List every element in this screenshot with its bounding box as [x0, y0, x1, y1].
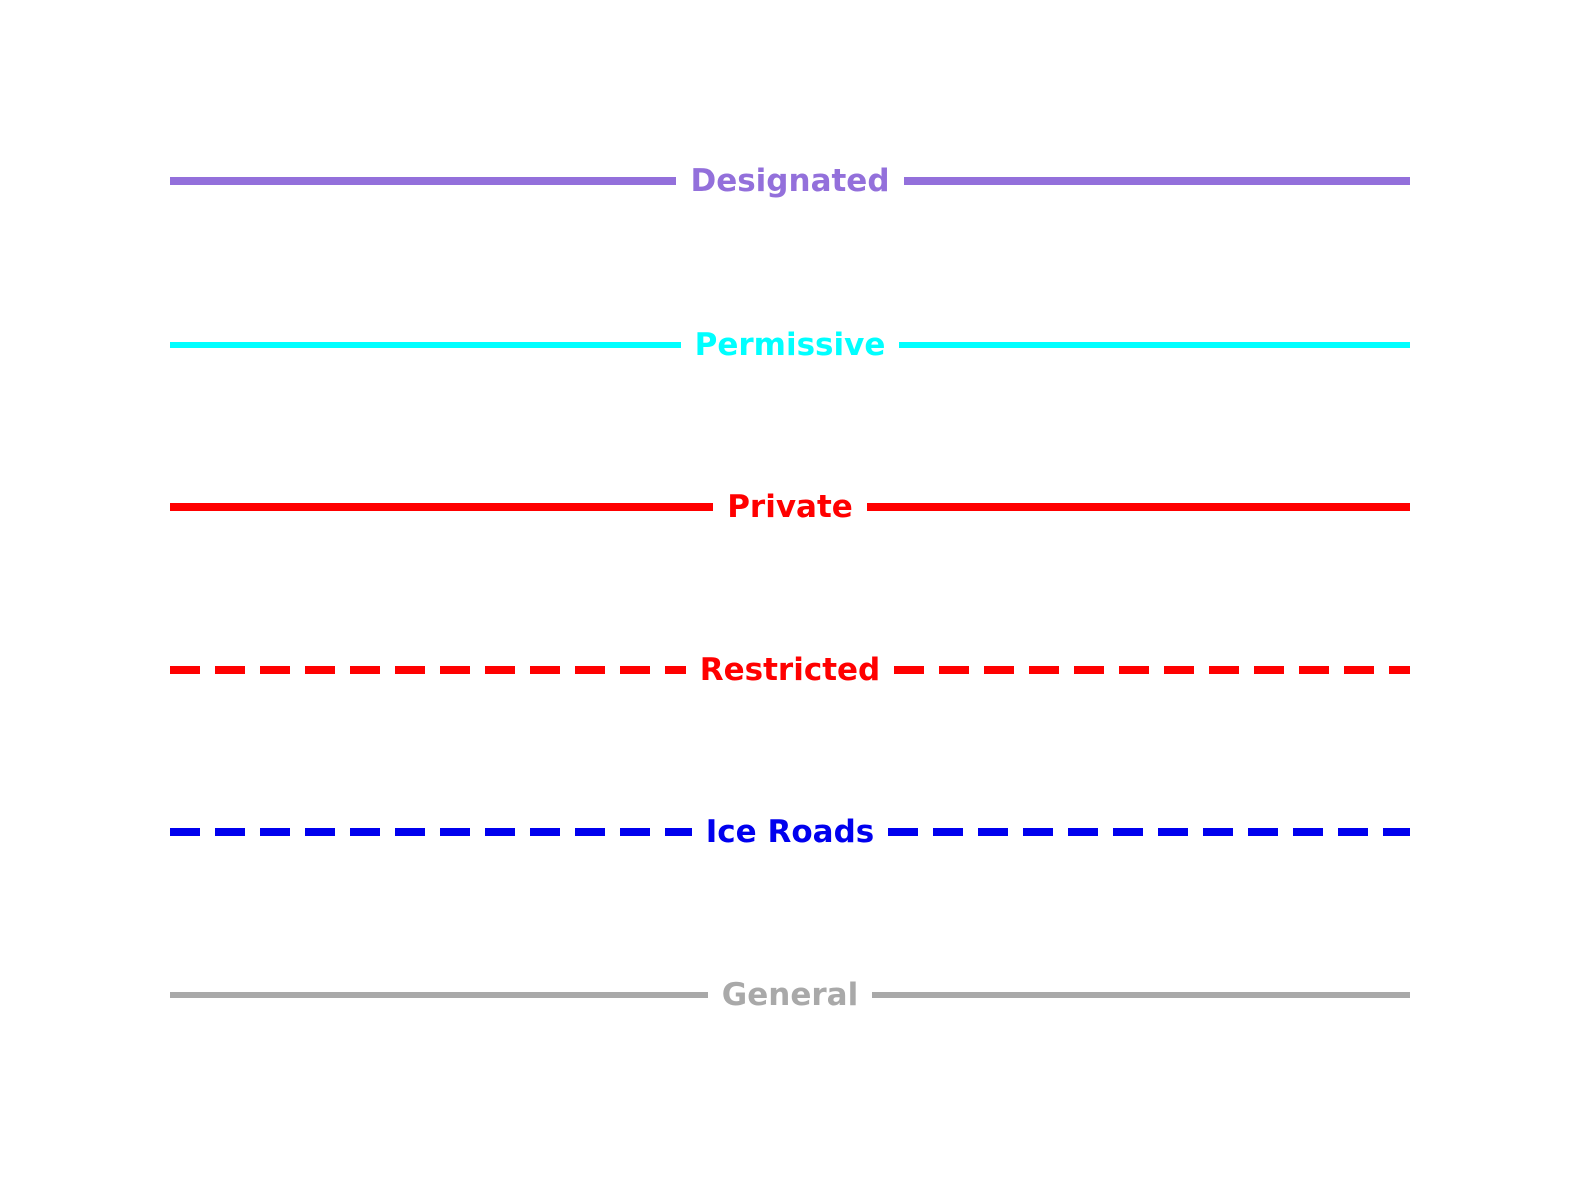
legend-label-permissive: Permissive [694, 326, 886, 363]
legend-label-ice-roads: Ice Roads [705, 813, 875, 850]
designated-line-left-segment [170, 177, 677, 185]
legend-row-private: Private [170, 482, 1411, 532]
designated-line-right-segment [903, 177, 1410, 185]
legend-row-general: General [170, 970, 1410, 1020]
legend-row-restricted: Restricted [170, 645, 1410, 695]
permissive-line-left-segment [170, 342, 681, 348]
general-line-right-segment [872, 992, 1410, 998]
legend-label-designated: Designated [690, 162, 890, 199]
ice-roads-dashed-line-right-segment [888, 828, 1410, 836]
legend-label-restricted: Restricted [699, 651, 881, 688]
legend-label-private: Private [727, 488, 853, 525]
legend-label-general: General [721, 976, 859, 1013]
private-line-left-segment [170, 503, 714, 511]
restricted-dashed-line-right-segment [894, 666, 1410, 674]
private-line-right-segment [866, 503, 1411, 511]
permissive-line-right-segment [899, 342, 1411, 348]
ice-roads-dashed-line-left-segment [170, 828, 692, 836]
restricted-dashed-line-left-segment [170, 666, 686, 674]
legend-row-permissive: Permissive [170, 320, 1411, 370]
legend-row-ice-roads: Ice Roads [170, 807, 1410, 857]
general-line-left-segment [170, 992, 708, 998]
legend-row-designated: Designated [170, 156, 1410, 206]
